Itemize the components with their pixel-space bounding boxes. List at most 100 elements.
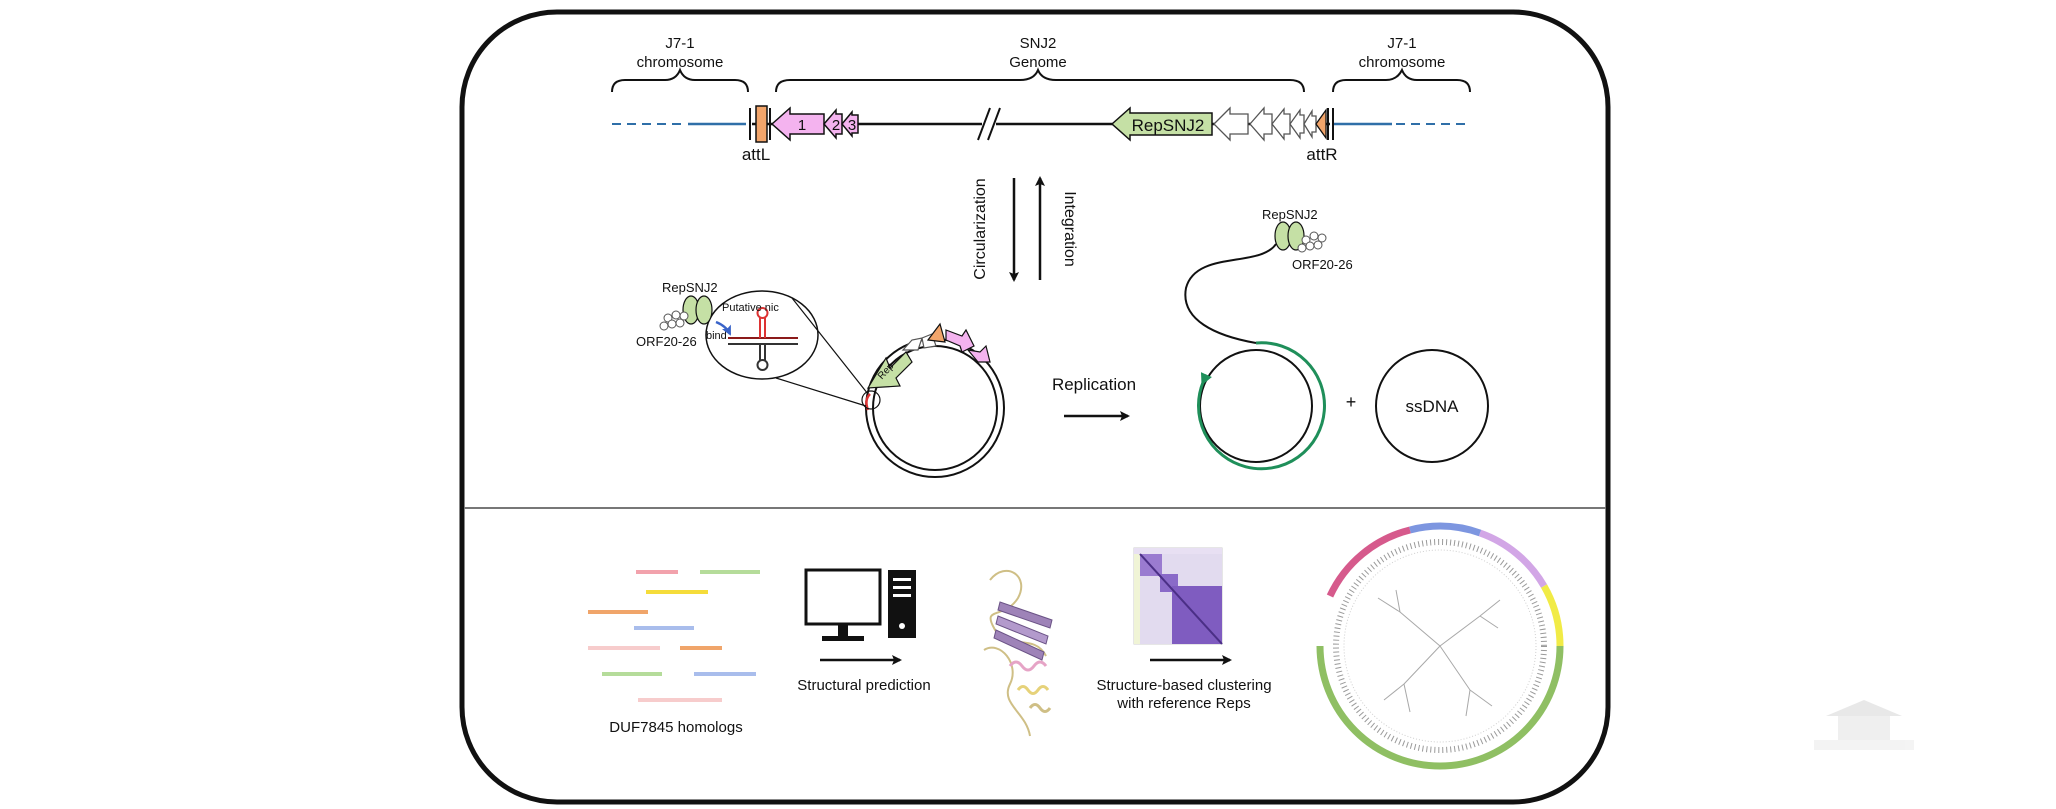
- tower-slot-2: [893, 586, 911, 589]
- orf-bead-r3: [1305, 241, 1315, 251]
- circle-white-orfs: [901, 333, 937, 351]
- tower-slot-3: [893, 594, 911, 597]
- genome-label-2: Genome: [1009, 54, 1067, 71]
- attL-box: [755, 105, 768, 143]
- attR-arrow: [1315, 107, 1327, 141]
- cruciform-loop-top: [756, 307, 769, 319]
- orf-bead-r5: [1297, 243, 1307, 253]
- rep-protein-right-label: RepSNJ2: [1262, 207, 1318, 222]
- protein-sheet-3: [993, 629, 1045, 661]
- zoom-callout: [705, 290, 819, 380]
- workflow-homologs: DUF7845 homologs: [588, 570, 760, 736]
- white-orf-arrow-5: [1303, 108, 1317, 140]
- genome-label-1: SNJ2: [1020, 35, 1057, 52]
- tree-ring-pink: [1326, 526, 1411, 598]
- attL-label: attL: [742, 145, 770, 164]
- clustering-label-1: Structure-based clustering: [1096, 677, 1271, 694]
- cruciform-loop-bottom: [756, 359, 769, 371]
- orf-bead-l6: [679, 311, 689, 321]
- white-orf-arrow-3: [1271, 107, 1291, 141]
- tree-branches: [1377, 589, 1501, 717]
- heatmap-top-band: [1134, 548, 1222, 554]
- circular-tree: [1316, 522, 1564, 770]
- replication-green-strand: [1196, 341, 1326, 471]
- watermark-body: [1838, 716, 1890, 740]
- circle-rep-gene: [866, 351, 913, 389]
- tree-tick-ring: [1333, 539, 1547, 753]
- orf-bead-l4: [675, 318, 685, 328]
- protein-helix-2: [1016, 685, 1050, 695]
- circularization-integration: Circularization Integration: [972, 176, 1078, 282]
- tree-ring-green: [1316, 645, 1564, 770]
- circular-genome: Rep Putative nic bind RepSNJ2 ORF20-2: [636, 280, 1005, 478]
- monitor-icon: [804, 568, 882, 626]
- orf-left-label: ORF20-26: [636, 334, 697, 349]
- protein-helix-1: [1008, 660, 1048, 672]
- orf-3-label: 3: [848, 117, 856, 134]
- white-orf-arrow-1: [1213, 106, 1249, 142]
- orf-3-arrow: [841, 109, 859, 139]
- circle-pink-orfs: [945, 328, 991, 363]
- outer-frame: [459, 9, 1611, 805]
- white-orf-arrow-2: [1249, 106, 1273, 142]
- tree-ring-yellow: [1540, 584, 1564, 647]
- tree-ring-lilac: [1478, 529, 1548, 588]
- heatmap-diagonal: [1139, 553, 1223, 645]
- replicating-circle: [1199, 349, 1313, 463]
- right-host-brace: [1332, 67, 1471, 93]
- zoom-line-1: [791, 297, 869, 395]
- putative-nic-label: Putative nic: [722, 302, 779, 314]
- watermark-base: [1814, 740, 1914, 750]
- orf-bead-r2: [1309, 231, 1319, 241]
- left-host-brace: [611, 67, 749, 93]
- bind-label: bind: [706, 330, 727, 342]
- genome-break-mark-1: [977, 107, 991, 141]
- protein-structure: [983, 569, 1053, 737]
- workflow-clustering: Structure-based clustering with referenc…: [1096, 547, 1272, 712]
- orf-right-label: ORF20-26: [1292, 257, 1353, 272]
- left-host-label-2: chromosome: [637, 54, 724, 71]
- monitor-stand-icon: [838, 624, 848, 636]
- replication-label: Replication: [1052, 375, 1136, 394]
- attR-label: attR: [1306, 145, 1337, 164]
- orf-bead-l5: [659, 321, 669, 331]
- tower-button: [899, 623, 905, 629]
- genome-brace: [775, 67, 1305, 93]
- homologs-label: DUF7845 homologs: [609, 719, 742, 736]
- right-host-label-2: chromosome: [1359, 54, 1446, 71]
- nick-site-circle: [861, 390, 881, 410]
- orf-bead-r4: [1313, 240, 1323, 250]
- ssdna-circle: [1375, 349, 1489, 463]
- protein-sheet-1: [997, 601, 1053, 629]
- watermark-roof: [1826, 700, 1902, 716]
- orf-bead-r6: [1317, 233, 1327, 243]
- left-host-label-1: J7-1: [665, 35, 694, 52]
- white-orf-arrow-4: [1289, 107, 1305, 141]
- right-host-label-1: J7-1: [1387, 35, 1416, 52]
- circle-att-orange: [926, 322, 946, 343]
- rolling-circle: RepSNJ2 ORF20-26 + ssDNA: [1184, 207, 1489, 471]
- displaced-ssdna-tail: [1184, 243, 1277, 344]
- tower-slot-1: [893, 578, 911, 581]
- clustering-label-2: with reference Reps: [1116, 695, 1250, 712]
- replication-step: Replication: [1052, 375, 1136, 421]
- rep-protein-left-b: [695, 295, 713, 325]
- structural-prediction-label: Structural prediction: [797, 677, 930, 694]
- rep-gene-arrow: [1110, 106, 1213, 142]
- orf-bead-l3: [667, 319, 677, 329]
- orf-bead-l2: [671, 310, 681, 320]
- tree-ring-blue: [1409, 522, 1482, 537]
- circularization-label: Circularization: [972, 178, 989, 279]
- heatmap-left-band: [1134, 554, 1140, 644]
- tree-inner-ring: [1343, 549, 1537, 743]
- bind-arrow: [715, 320, 732, 336]
- rep-gene-label: RepSNJ2: [1132, 116, 1205, 135]
- genome-break-mark-2: [987, 107, 1001, 141]
- zoom-line-2: [775, 377, 867, 407]
- protein-helix-3: [1028, 703, 1052, 713]
- protein-coil-2: [983, 646, 1031, 737]
- protein-sheet-2: [995, 615, 1049, 645]
- integration-label: Integration: [1061, 191, 1078, 267]
- rep-protein-left-label: RepSNJ2: [662, 280, 718, 295]
